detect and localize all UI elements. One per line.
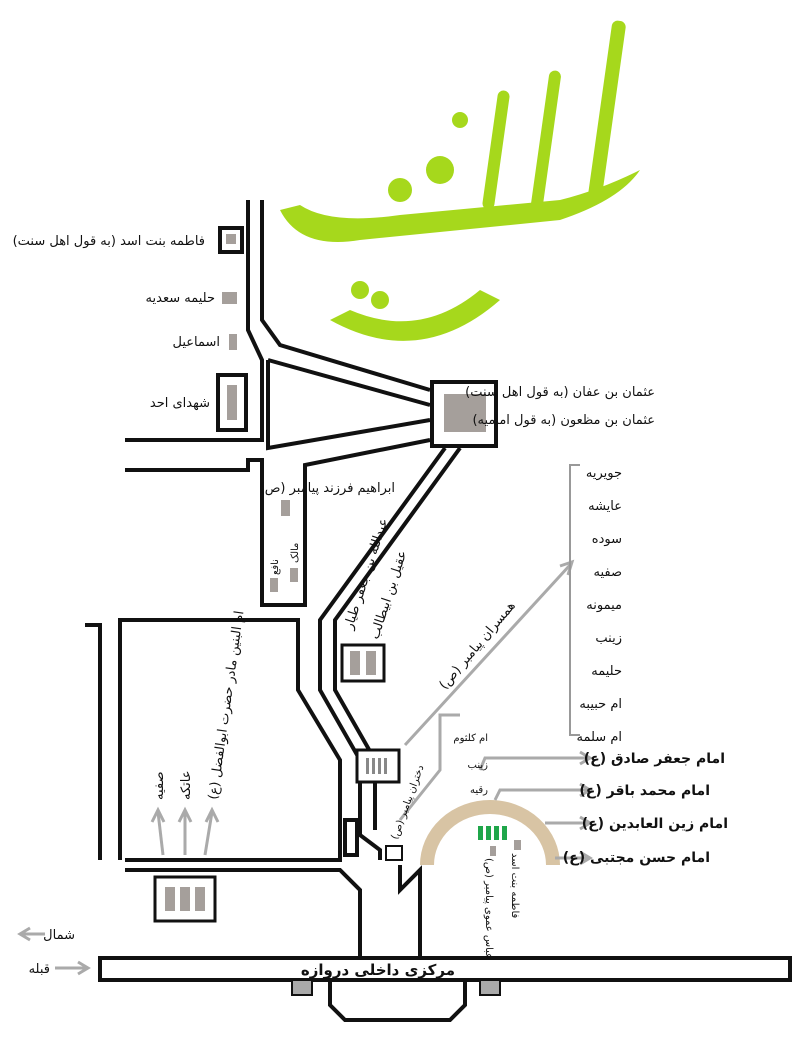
svg-text:امام زین العابدین (ع): امام زین العابدین (ع) — [582, 816, 728, 832]
svg-text:امام محمد باقر (ع): امام محمد باقر (ع) — [579, 783, 710, 799]
label-ommolbanin: ام البنین مادر حضرت ابوالفضل (ع) — [206, 610, 247, 801]
svg-text:سوده: سوده — [592, 532, 622, 547]
imams-graves — [478, 826, 507, 840]
label-qibla: قبله — [29, 962, 50, 977]
svg-text:صفیه: صفیه — [593, 565, 622, 580]
imams-list: امام جعفر صادق (ع) امام محمد باقر (ع) ام… — [563, 751, 728, 866]
svg-text:زینب: زینب — [595, 631, 622, 646]
svg-text:عایشه: عایشه — [588, 499, 622, 514]
svg-text:حلیمه: حلیمه — [591, 664, 622, 679]
label-north: شمال — [43, 928, 75, 943]
label-osman-affan: عثمان بن عفان (به قول اهل سنت) — [465, 385, 655, 400]
aghil-tomb — [340, 643, 386, 683]
ebrahim-grave — [281, 500, 290, 516]
label-ohod: شهدای احد — [150, 396, 210, 411]
svg-text:ام کلثوم: ام کلثوم — [453, 733, 488, 744]
label-fatemeh-asad: فاطمه بنت اسد — [509, 853, 520, 919]
label-atekeh: عاتکه — [179, 771, 194, 801]
wives-list: جویریه عایشه سوده صفیه میمونه زینب حلیمه… — [577, 466, 622, 745]
svg-text:ام حبیبه: ام حبیبه — [579, 697, 622, 712]
svg-text:امام جعفر صادق (ع): امام جعفر صادق (ع) — [584, 751, 725, 767]
label-malek: مالک — [290, 543, 301, 563]
label-safieh: صفیه — [152, 771, 167, 800]
label-gate: مرکزی داخلی دروازه — [301, 961, 455, 979]
svg-text:زینب: زینب — [468, 760, 489, 771]
svg-text:امام حسن مجتبی (ع): امام حسن مجتبی (ع) — [563, 850, 710, 866]
imams-enclosure-arc — [420, 800, 560, 866]
label-ebrahim: ابراهیم فرزند پیامبر (ص) — [260, 481, 395, 496]
daughters-list: ام کلثوم زینب رقیه — [453, 733, 488, 796]
label-halimeh: حلیمه سعدیه — [146, 291, 215, 306]
label-nafe: نافع — [270, 559, 281, 575]
label-esmail: اسماعیل — [172, 335, 220, 350]
svg-text:میمونه: میمونه — [586, 598, 622, 613]
arrows — [17, 464, 593, 976]
esmail-grave — [229, 334, 237, 350]
svg-text:رقیه: رقیه — [470, 785, 488, 796]
svg-text:ام سلمه: ام سلمه — [577, 730, 622, 745]
label-abbas: عباس عموی پیامبر (ص) — [483, 858, 494, 959]
halimeh-grave — [222, 292, 237, 304]
label-osman-mazoun: عثمان بن مظعون (به قول امامیه) — [472, 413, 655, 428]
label-fatemeh-asad-sunni: فاطمه بنت اسد (به قول اهل سنت) — [13, 234, 205, 249]
label-wives: همسران پیامبر (ص) — [437, 599, 519, 693]
svg-text:جویریه: جویریه — [586, 466, 622, 481]
logo-jannat-al-baqi — [280, 20, 640, 341]
